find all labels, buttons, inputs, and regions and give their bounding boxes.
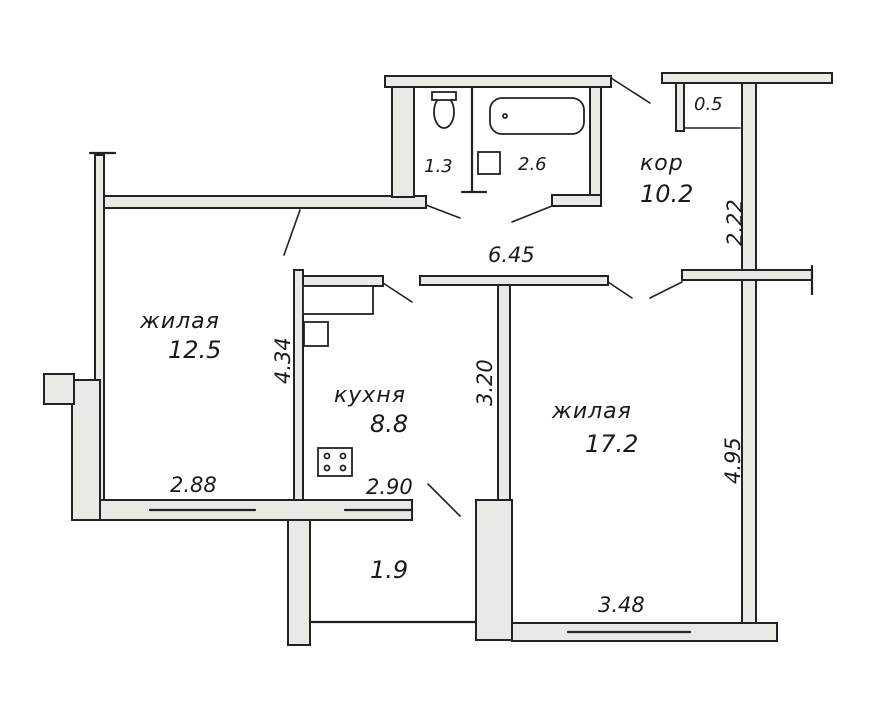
bath-bottom-right	[551, 194, 602, 207]
kitchen-name: кухня	[334, 383, 406, 408]
bath-top-wall	[384, 75, 612, 88]
kitchen-top-wall	[302, 275, 384, 287]
right-room-width-dim: 3.48	[598, 593, 645, 617]
kitchen-width-dim: 2.90	[366, 475, 413, 499]
door-entrance	[610, 77, 651, 104]
living-left-name: жилая	[139, 309, 220, 334]
living-right-area: 17.2	[585, 430, 638, 458]
bath-area: 2.6	[518, 154, 547, 175]
kitchen-counter-icon	[302, 285, 374, 315]
walls	[43, 72, 833, 646]
left-protrusion	[43, 373, 75, 405]
balcony-area: 1.9	[370, 556, 408, 584]
top-right-wall	[661, 72, 833, 84]
door-right-room-a	[607, 281, 633, 299]
corridor-width-dim: 6.45	[488, 243, 535, 267]
living-right-name: жилая	[551, 399, 632, 424]
kitchen-left-wall	[293, 269, 304, 501]
stove-icon	[317, 447, 353, 477]
door-bath-right	[511, 205, 553, 223]
door-bath-left	[425, 204, 461, 219]
corridor-depth-dim: 2.22	[723, 199, 747, 246]
living-left-area: 12.5	[168, 336, 221, 364]
kitchen-area: 8.8	[370, 410, 408, 438]
left-room-width-dim: 2.88	[170, 473, 217, 497]
corridor-name: кор	[640, 151, 684, 176]
toilet-area: 1.3	[424, 156, 453, 177]
top-left-wall	[103, 195, 427, 209]
left-bottom-corner	[71, 379, 101, 521]
bathtub-icon	[489, 97, 585, 135]
door-left-room	[283, 209, 301, 256]
toilet-tank-icon	[431, 91, 457, 101]
right-outer-wall	[741, 82, 757, 624]
kitchen-depth-dim: 3.20	[473, 359, 497, 406]
corridor-partition-right	[681, 269, 813, 281]
closet-area: 0.5	[694, 94, 723, 115]
right-bottom-corner	[475, 499, 513, 641]
sink-icon	[477, 151, 501, 175]
burner-icon	[339, 464, 347, 472]
fixtures	[302, 91, 585, 477]
bath-left-wall	[391, 86, 415, 198]
door-kitchen	[382, 282, 413, 303]
kitchen-sink-icon	[303, 321, 329, 347]
bath-right-wall	[589, 86, 602, 198]
burner-icon	[323, 464, 331, 472]
doors	[283, 77, 683, 517]
closet-wall	[675, 82, 685, 132]
door-right-room-b	[649, 281, 683, 299]
burner-icon	[323, 452, 331, 460]
corridor-area: 10.2	[640, 180, 693, 208]
door-balcony	[427, 483, 461, 517]
balcony-left-wall	[287, 519, 311, 646]
kitchen-right-wall	[497, 284, 511, 501]
right-room-depth-dim: 4.95	[721, 437, 745, 484]
burner-icon	[339, 452, 347, 460]
left-room-depth-dim: 4.34	[271, 337, 295, 384]
corridor-partition-left	[419, 275, 609, 286]
bathtub-drain-icon	[502, 113, 508, 119]
